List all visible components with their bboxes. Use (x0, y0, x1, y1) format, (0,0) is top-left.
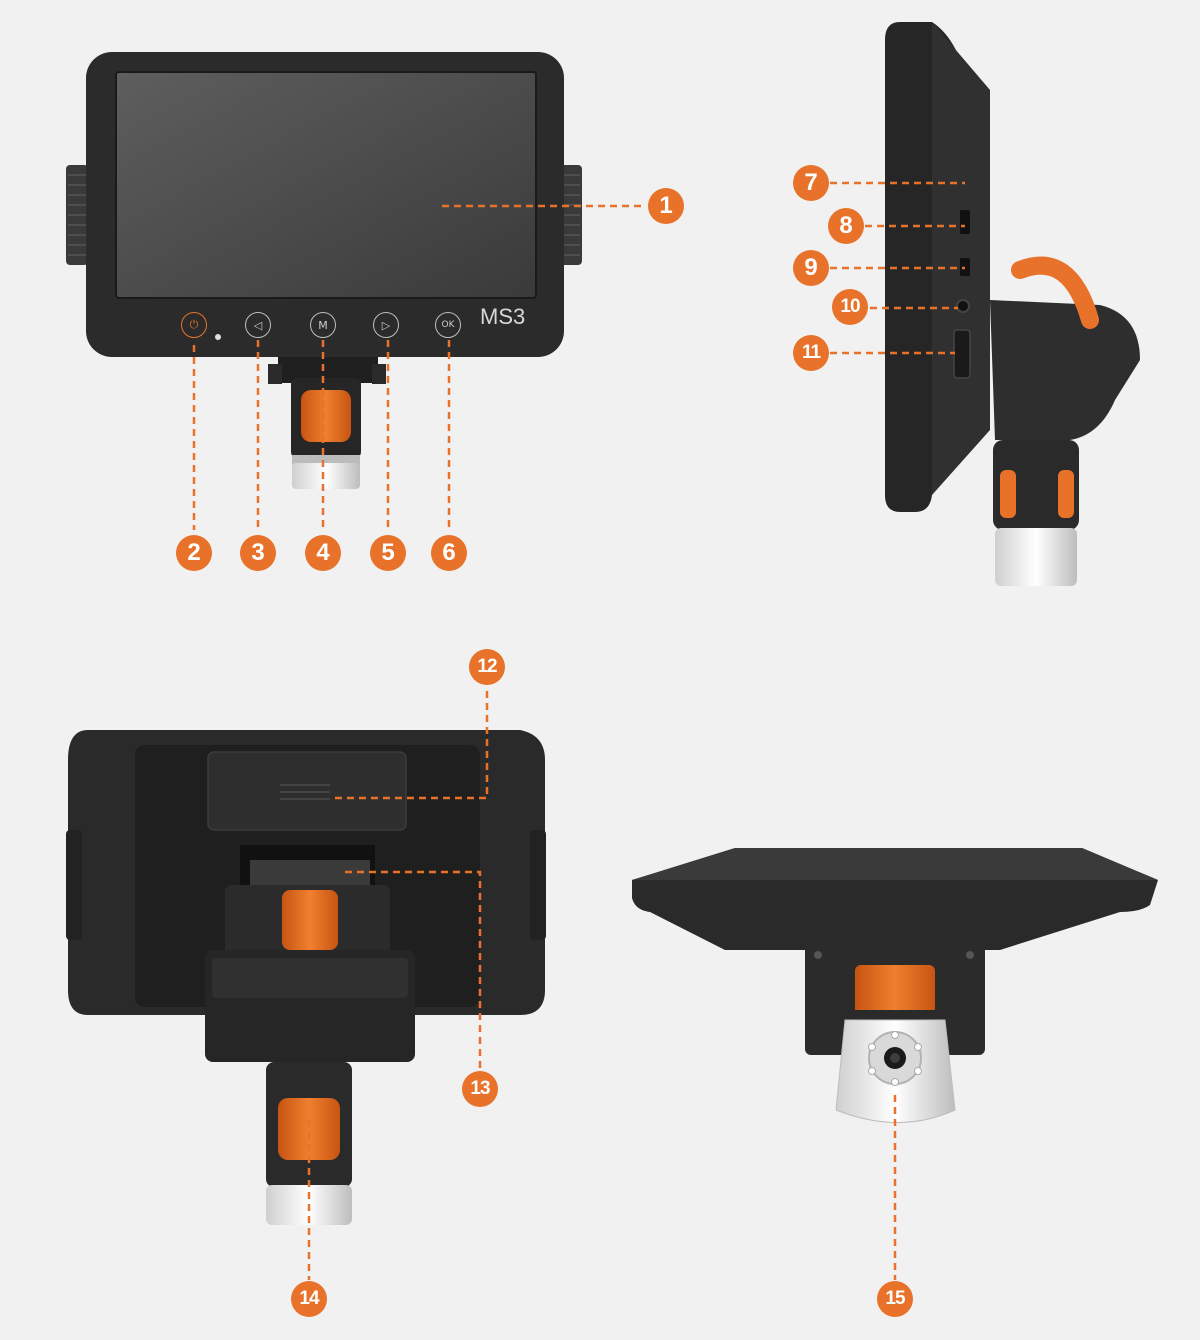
menu-icon: M (318, 318, 328, 332)
callout-15: 15 (877, 1281, 913, 1317)
under-camera-ring (855, 965, 935, 1015)
callout-13: 13 (462, 1071, 498, 1107)
callout-5: 5 (370, 535, 406, 571)
front-lens-cap (292, 463, 360, 489)
side-leader-lines (830, 181, 965, 355)
callout-4: 4 (305, 535, 341, 571)
side-arm (990, 300, 1140, 440)
status-led (215, 334, 221, 340)
right-arrow-icon: ▷ (381, 318, 391, 332)
front-screen (115, 71, 537, 299)
callout-7: 7 (793, 165, 829, 201)
power-button: ⏻ (181, 312, 207, 338)
callout-14: 14 (291, 1281, 327, 1317)
side-view (885, 22, 1140, 586)
front-focus-wheel (301, 390, 351, 442)
under-view (632, 848, 1158, 1123)
front-leader-lines (192, 204, 645, 530)
left-button: ◁ (245, 312, 271, 338)
callout-10: 10 (832, 289, 868, 325)
callout-9: 9 (793, 250, 829, 286)
back-leader-lines (307, 688, 489, 1280)
back-view (66, 730, 546, 1225)
callout-8: 8 (828, 208, 864, 244)
callout-1: 1 (648, 188, 684, 224)
ok-icon: OK (441, 320, 455, 330)
callout-11: 11 (793, 335, 829, 371)
right-button: ▷ (373, 312, 399, 338)
power-icon: ⏻ (189, 318, 199, 331)
side-ports (953, 210, 971, 379)
back-focus-knob (282, 890, 338, 950)
side-lens-cap (995, 528, 1077, 586)
model-label: MS3 (480, 304, 526, 329)
callout-2: 2 (176, 535, 212, 571)
front-view (66, 52, 582, 489)
ok-button: OK (435, 312, 461, 338)
callout-3: 3 (240, 535, 276, 571)
menu-button: M (310, 312, 336, 338)
left-arrow-icon: ◁ (253, 318, 263, 332)
callout-6: 6 (431, 535, 467, 571)
callout-12: 12 (469, 649, 505, 685)
